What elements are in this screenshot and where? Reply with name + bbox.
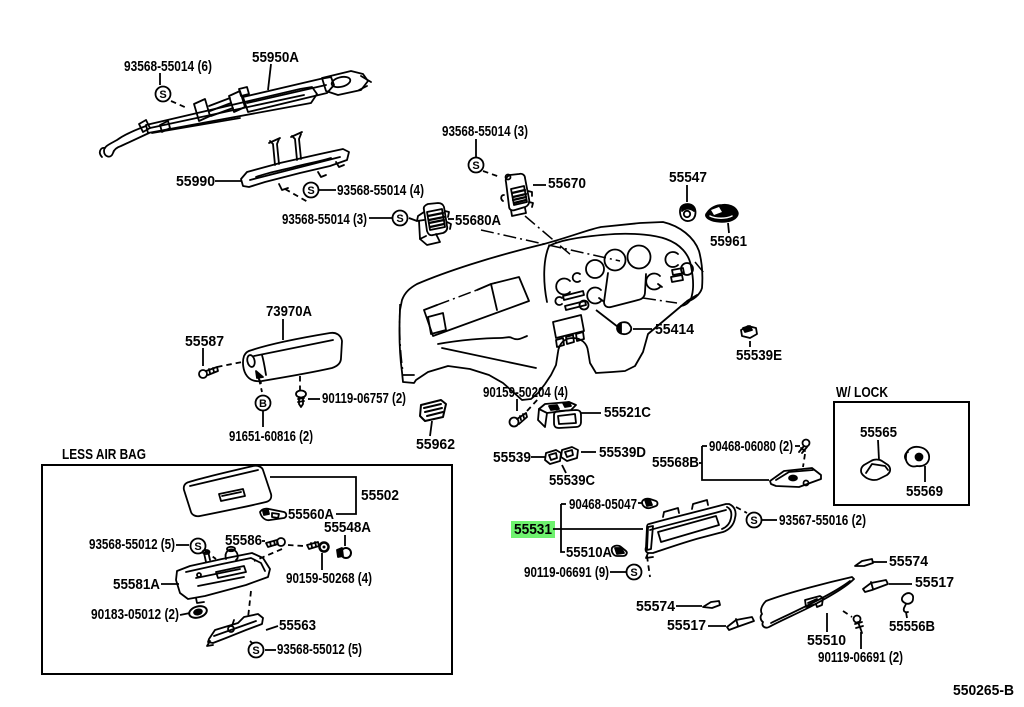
svg-text:55990: 55990 bbox=[176, 173, 215, 190]
svg-text:90468-05047: 90468-05047 bbox=[569, 496, 637, 513]
svg-text:55574: 55574 bbox=[636, 598, 676, 615]
svg-text:90159-50268 (4): 90159-50268 (4) bbox=[286, 570, 372, 587]
svg-text:55574: 55574 bbox=[889, 553, 929, 570]
svg-text:55517: 55517 bbox=[915, 574, 954, 591]
svg-text:55548A: 55548A bbox=[324, 519, 371, 536]
svg-text:W/ LOCK: W/ LOCK bbox=[836, 384, 888, 401]
svg-text:93568-55014 (6): 93568-55014 (6) bbox=[124, 58, 212, 75]
svg-text:55539D: 55539D bbox=[599, 444, 646, 461]
svg-text:55539: 55539 bbox=[493, 449, 531, 466]
svg-text:S: S bbox=[750, 515, 757, 527]
svg-text:93568-55014 (3): 93568-55014 (3) bbox=[442, 123, 528, 140]
svg-text:90468-06080 (2): 90468-06080 (2) bbox=[709, 438, 793, 455]
svg-text:55556B: 55556B bbox=[889, 618, 935, 635]
svg-text:73970A: 73970A bbox=[266, 303, 312, 320]
svg-text:91651-60816 (2): 91651-60816 (2) bbox=[229, 428, 313, 445]
svg-text:55531: 55531 bbox=[514, 521, 552, 538]
svg-text:55510: 55510 bbox=[807, 632, 846, 649]
svg-text:S: S bbox=[307, 185, 314, 197]
svg-text:93567-55016 (2): 93567-55016 (2) bbox=[779, 512, 866, 529]
svg-text:S: S bbox=[194, 541, 201, 553]
svg-text:55521C: 55521C bbox=[604, 404, 651, 421]
svg-text:55586: 55586 bbox=[225, 532, 262, 549]
svg-text:55581A: 55581A bbox=[113, 576, 160, 593]
svg-text:55568B: 55568B bbox=[652, 454, 699, 471]
svg-text:55517: 55517 bbox=[667, 617, 706, 634]
svg-text:55539C: 55539C bbox=[549, 472, 595, 489]
svg-text:93568-55012 (5): 93568-55012 (5) bbox=[89, 536, 175, 553]
svg-text:90119-06691 (9): 90119-06691 (9) bbox=[524, 564, 609, 581]
svg-text:93568-55014 (3): 93568-55014 (3) bbox=[282, 211, 367, 228]
svg-text:55961: 55961 bbox=[710, 233, 747, 250]
svg-text:55962: 55962 bbox=[416, 436, 455, 453]
svg-text:S: S bbox=[630, 567, 637, 579]
svg-text:55502: 55502 bbox=[361, 487, 399, 504]
svg-text:S: S bbox=[159, 89, 166, 101]
svg-text:55560A: 55560A bbox=[288, 506, 334, 523]
svg-text:B: B bbox=[259, 398, 267, 410]
svg-text:90159-50204 (4): 90159-50204 (4) bbox=[483, 384, 568, 401]
svg-text:90119-06691 (2): 90119-06691 (2) bbox=[818, 649, 903, 666]
svg-text:93568-55012 (5): 93568-55012 (5) bbox=[277, 641, 362, 658]
svg-text:55414: 55414 bbox=[655, 321, 695, 338]
svg-text:55670: 55670 bbox=[548, 175, 586, 192]
svg-text:93568-55014 (4): 93568-55014 (4) bbox=[337, 182, 424, 199]
svg-text:S: S bbox=[252, 645, 259, 657]
svg-text:550265-B: 550265-B bbox=[953, 682, 1014, 699]
svg-text:90183-05012 (2): 90183-05012 (2) bbox=[91, 606, 179, 623]
svg-text:LESS AIR BAG: LESS AIR BAG bbox=[62, 446, 146, 463]
svg-text:55510A: 55510A bbox=[566, 544, 612, 561]
svg-text:55680A: 55680A bbox=[455, 212, 501, 229]
svg-text:55547: 55547 bbox=[669, 169, 707, 186]
svg-text:55539E: 55539E bbox=[736, 347, 782, 364]
svg-text:S: S bbox=[472, 160, 479, 172]
svg-text:55587: 55587 bbox=[185, 333, 224, 350]
svg-text:90119-06757 (2): 90119-06757 (2) bbox=[322, 390, 406, 407]
svg-text:S: S bbox=[396, 213, 403, 225]
svg-text:55565: 55565 bbox=[860, 424, 897, 441]
svg-text:55569: 55569 bbox=[906, 483, 943, 500]
svg-text:55950A: 55950A bbox=[252, 49, 299, 66]
svg-text:55563: 55563 bbox=[279, 617, 316, 634]
